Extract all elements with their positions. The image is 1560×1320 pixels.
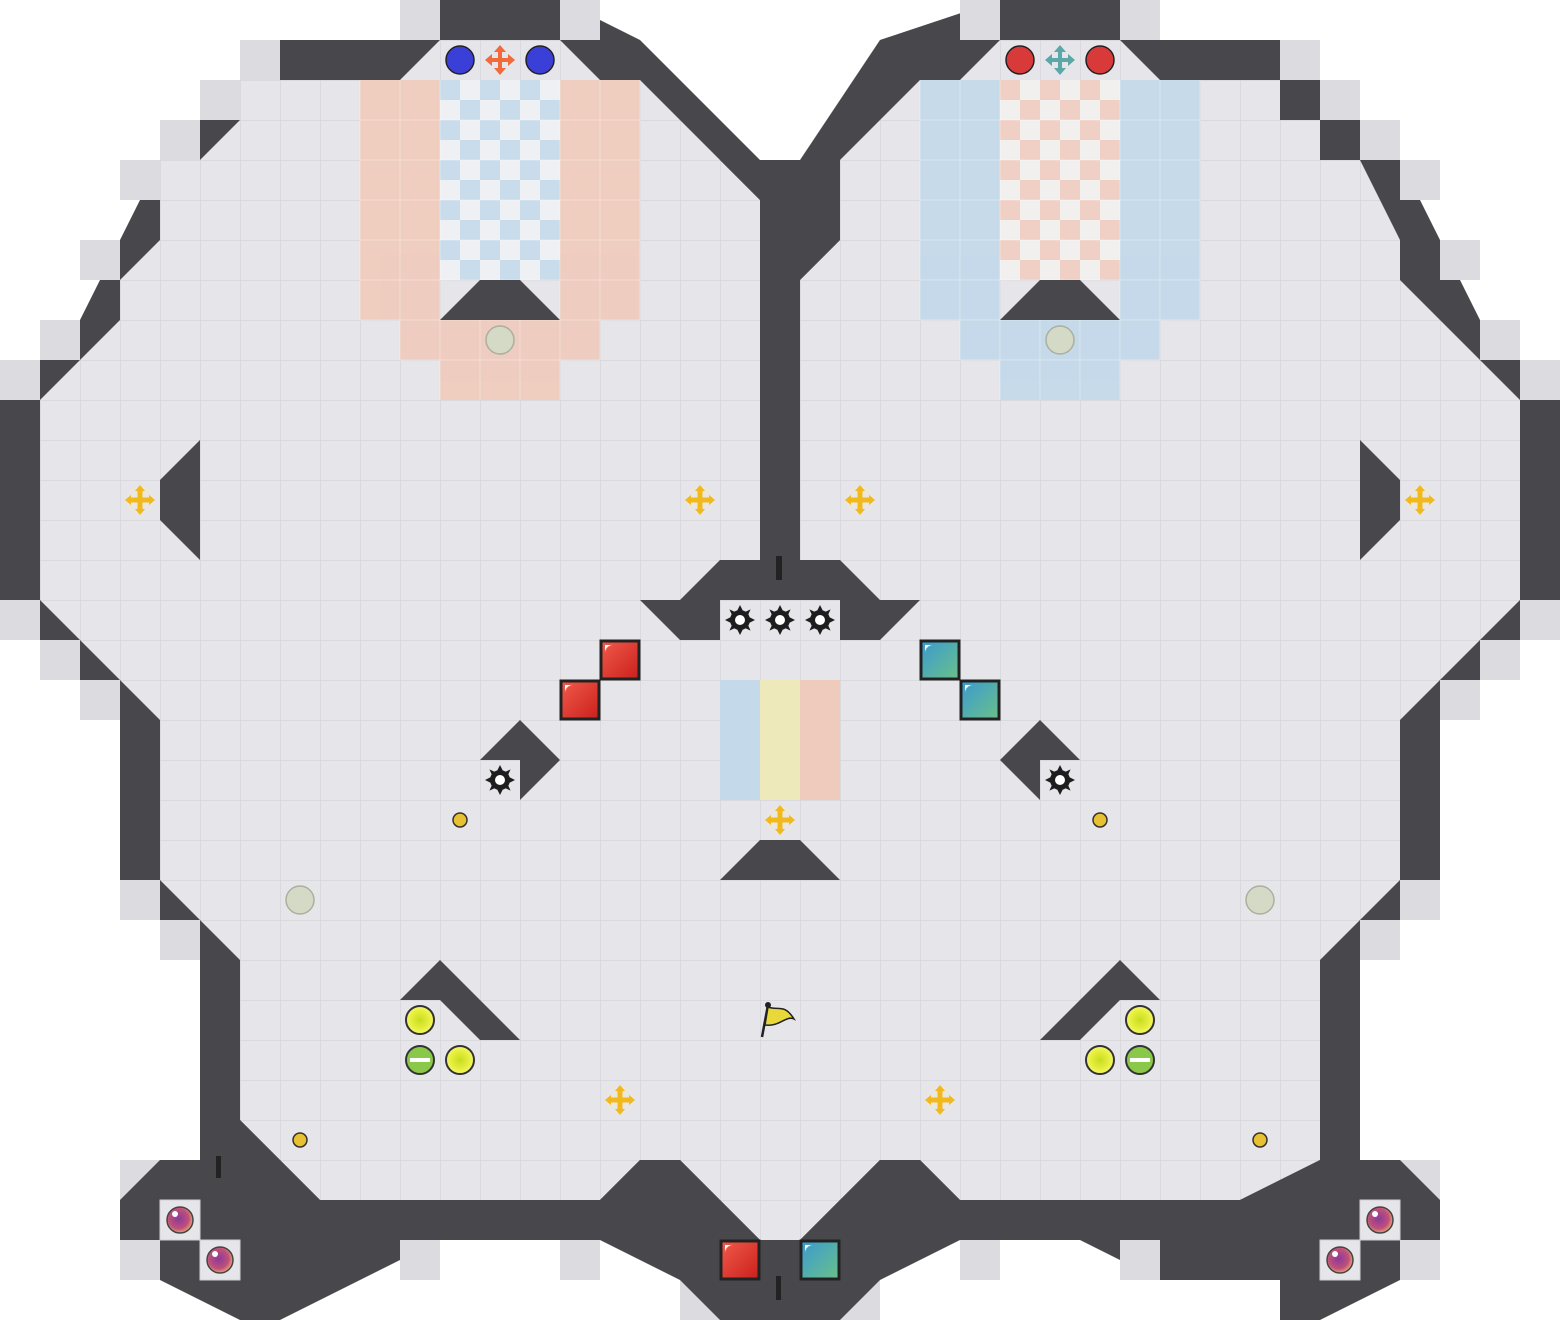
powerup-icon xyxy=(405,1045,435,1075)
spike-icon xyxy=(805,605,835,635)
bombs xyxy=(166,1206,1394,1274)
spikes xyxy=(485,605,1075,795)
spike-icon xyxy=(485,765,515,795)
gate-icon xyxy=(919,639,961,681)
bomb-icon xyxy=(166,1206,194,1234)
wall-side-right xyxy=(1360,440,1400,560)
powerup-icon xyxy=(1125,1005,1155,1035)
gate-icon xyxy=(599,639,641,681)
gate-icon xyxy=(719,1239,761,1281)
blue-ball-spawn-2 xyxy=(525,45,555,75)
wall-side-left xyxy=(160,440,200,560)
boost-icon xyxy=(125,485,155,515)
button-icon xyxy=(1252,1132,1268,1148)
pad-circles xyxy=(285,325,1275,915)
button-icon xyxy=(452,812,468,828)
boost-icon xyxy=(685,485,715,515)
center-zone-red xyxy=(800,680,840,800)
boost-icons xyxy=(125,485,1435,1115)
center-zone-yellow xyxy=(760,680,800,800)
wall-center-bottom xyxy=(720,840,840,880)
red-checker-zone-right xyxy=(1000,80,1120,280)
wall-diamond-left xyxy=(480,720,560,800)
center-divider xyxy=(640,160,920,640)
red-ball-spawn-1 xyxy=(1005,45,1035,75)
bomb-icon xyxy=(1326,1246,1354,1274)
red-gates xyxy=(559,639,761,1281)
center-zone-blue xyxy=(720,680,760,800)
wall-base-left xyxy=(440,280,560,320)
boost-icon xyxy=(845,485,875,515)
bomb-icon xyxy=(206,1246,234,1274)
button-icon xyxy=(1092,812,1108,828)
red-ball-spawn-2 xyxy=(1085,45,1115,75)
button-icon xyxy=(292,1132,308,1148)
wall-base-right xyxy=(1000,280,1120,320)
spike-icon xyxy=(765,605,795,635)
spike-icon xyxy=(1045,765,1075,795)
blue-ball-spawn-1 xyxy=(445,45,475,75)
wall-ramp-right xyxy=(1040,960,1160,1040)
boost-icon xyxy=(1405,485,1435,515)
blue-gates xyxy=(799,639,1001,1281)
flag-icon xyxy=(760,1002,797,1038)
buttons xyxy=(292,812,1268,1148)
gate-icon xyxy=(959,679,1001,721)
powerups xyxy=(405,1005,1155,1075)
bomb-icon xyxy=(1366,1206,1394,1234)
gate-icon xyxy=(799,1239,841,1281)
blue-checker-zone-left xyxy=(440,80,560,280)
boost-icon xyxy=(605,1085,635,1115)
spike-icon xyxy=(725,605,755,635)
wall-notch-bottom xyxy=(776,1276,781,1300)
wall-ramp-left xyxy=(400,960,520,1040)
powerup-icon xyxy=(445,1045,475,1075)
portal-icon xyxy=(485,45,515,75)
divider-notch-top xyxy=(776,556,782,580)
boost-icon xyxy=(925,1085,955,1115)
powerup-icon xyxy=(1085,1045,1115,1075)
powerup-icon xyxy=(405,1005,435,1035)
portal-icon xyxy=(1045,45,1075,75)
boost-icon xyxy=(765,805,795,835)
inner-walls xyxy=(160,280,1400,1040)
wall-notch-left xyxy=(216,1156,221,1178)
gate-icon xyxy=(559,679,601,721)
wall-diamond-right xyxy=(1000,720,1080,800)
powerup-icon xyxy=(1125,1045,1155,1075)
